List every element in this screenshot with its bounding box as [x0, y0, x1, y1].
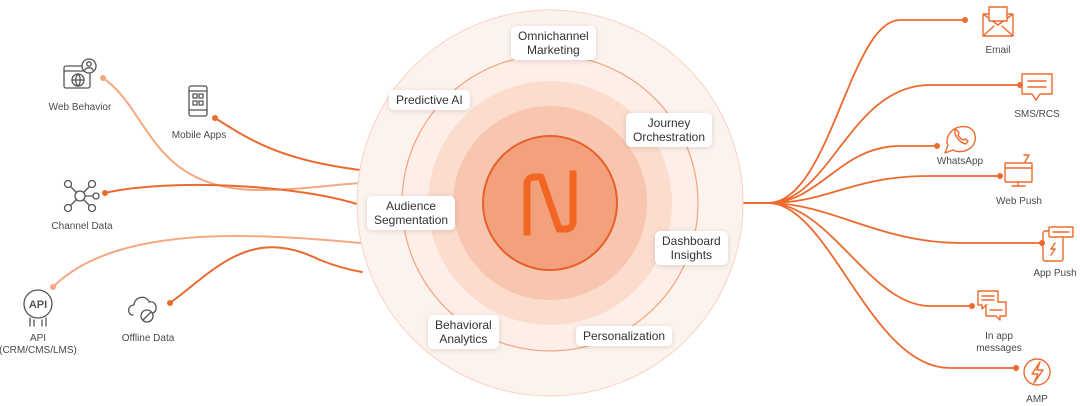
- feature-behavioral-line2: Analytics: [439, 332, 488, 346]
- source-icons: [23, 58, 208, 327]
- connector-sms: [741, 84, 1021, 204]
- channel-connectors: [741, 19, 1043, 369]
- feature-predictive-ai: Predictive AI: [389, 90, 470, 110]
- dot-amp: [1013, 365, 1019, 371]
- dot-in-app: [969, 303, 975, 309]
- channel-dots: [934, 17, 1045, 371]
- connector-in-app: [741, 202, 973, 307]
- api-icon-text: API: [29, 299, 47, 311]
- feature-audience-line1: Audience: [386, 199, 437, 213]
- channel-label-email: Email: [985, 45, 1011, 56]
- mobile-apps-icon: [188, 85, 208, 117]
- connector-offline-data: [169, 246, 363, 304]
- dot-web-push: [997, 173, 1003, 179]
- dot-web-behavior: [100, 75, 106, 81]
- feature-behavioral-line1: Behavioral: [435, 318, 492, 332]
- source-connectors: [50, 75, 363, 306]
- api-icon: [23, 289, 53, 327]
- channel-label-sms: SMS/RCS: [1014, 109, 1060, 120]
- brand-logo: [523, 170, 577, 236]
- channel-label-whatsapp: WhatsApp: [936, 156, 984, 167]
- amp-icon: [1023, 358, 1051, 386]
- connector-web-push: [741, 175, 1001, 204]
- channel-label-in-app-line1: In app: [985, 331, 1013, 342]
- dot-whatsapp: [934, 143, 940, 149]
- feature-predictive-line1: Predictive AI: [396, 93, 463, 107]
- connector-api: [52, 234, 361, 288]
- dot-mobile-apps: [212, 115, 218, 121]
- web-push-icon: [1004, 154, 1033, 187]
- source-label-api-line2: (CRM/CMS/LMS): [0, 345, 77, 356]
- connector-email: [741, 19, 966, 204]
- feature-omnichannel-line2: Marketing: [527, 43, 580, 57]
- source-label-web-behavior: Web Behavior: [48, 102, 112, 113]
- channel-data-icon: [63, 179, 100, 213]
- feature-audience-line2: Segmentation: [374, 213, 449, 227]
- channel-label-web-push: Web Push: [996, 196, 1042, 207]
- connector-web-behavior: [102, 77, 361, 192]
- whatsapp-icon: [944, 125, 976, 154]
- feature-journey-line1: Journey: [647, 116, 691, 130]
- channel-label-amp: AMP: [1026, 394, 1048, 405]
- feature-personalization: Personalization: [576, 326, 673, 346]
- offline-data-icon: [127, 296, 157, 323]
- channel-label-in-app-line2: messages: [976, 343, 1022, 354]
- feature-omnichannel-marketing: Omnichannel Marketing: [511, 26, 596, 60]
- source-label-channel-data: Channel Data: [51, 221, 113, 232]
- source-label-mobile-apps: Mobile Apps: [171, 130, 227, 141]
- dot-email: [962, 17, 968, 23]
- sms-icon: [1021, 73, 1053, 101]
- dot-offline-data: [167, 300, 173, 306]
- email-icon: [982, 6, 1014, 37]
- connector-whatsapp: [741, 145, 938, 204]
- channel-icons: [944, 6, 1074, 386]
- connector-amp: [741, 202, 1017, 369]
- source-label-api-line1: API: [29, 333, 47, 344]
- feature-audience-segmentation: Audience Segmentation: [367, 196, 456, 230]
- dot-channel-data: [102, 190, 108, 196]
- feature-journey-orchestration: Journey Orchestration: [626, 113, 713, 147]
- feature-journey-line2: Orchestration: [633, 130, 706, 144]
- feature-dashboard-line2: Insights: [670, 248, 713, 262]
- feature-dashboard-insights: Dashboard Insights: [655, 231, 728, 265]
- connector-mobile-apps: [214, 117, 361, 171]
- feature-omnichannel-line1: Omnichannel: [518, 29, 589, 43]
- channel-label-in-app: In app messages: [976, 331, 1022, 355]
- feature-behavioral-analytics: Behavioral Analytics: [428, 315, 499, 349]
- in-app-messages-icon: [977, 290, 1007, 321]
- source-label-offline-data: Offline Data: [121, 333, 175, 344]
- channel-label-app-push: App Push: [1033, 268, 1077, 279]
- app-push-icon: [1042, 226, 1074, 262]
- connector-channel-data: [104, 183, 361, 206]
- connector-app-push: [741, 202, 1043, 244]
- source-label-api: API (CRM/CMS/LMS): [0, 333, 77, 357]
- dot-api: [50, 284, 56, 290]
- feature-personalization-line1: Personalization: [583, 329, 666, 343]
- dot-app-push: [1039, 240, 1045, 246]
- feature-dashboard-line1: Dashboard: [662, 234, 721, 248]
- web-behavior-icon: [63, 58, 97, 89]
